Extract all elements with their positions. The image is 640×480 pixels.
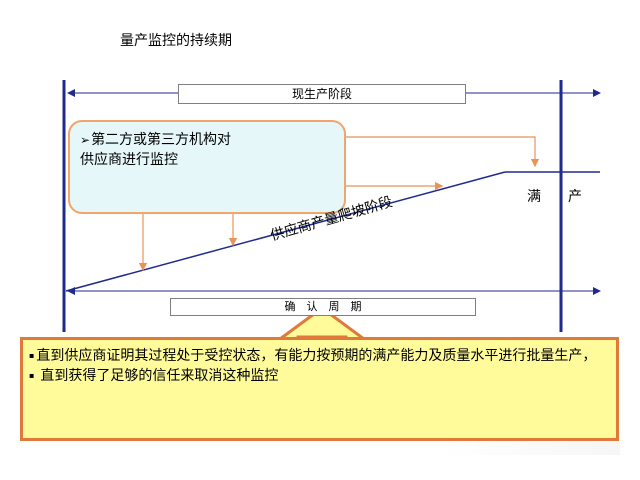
mass-production-char1: 满 xyxy=(527,189,541,205)
note-item-1-text: 直到供应商证明其过程处于受控状态，有能力按预期的满产能力及质量水平进行批量生产， xyxy=(36,348,597,364)
page-title: 量产监控的持续期 xyxy=(120,33,232,49)
note-item-2: ▪ 直到获得了足够的信任来取消这种监控 xyxy=(29,366,610,386)
note-box: ▪直到供应商证明其过程处于受控状态，有能力按预期的满产能力及质量水平进行批量生产… xyxy=(20,337,619,441)
bullet-icon: ▪ xyxy=(29,351,35,360)
note-item-1: ▪直到供应商证明其过程处于受控状态，有能力按预期的满产能力及质量水平进行批量生产… xyxy=(29,346,610,366)
monitor-box-line2: 供应商进行监控 xyxy=(80,152,178,168)
bottom-fade xyxy=(440,441,620,455)
monitor-to-full-arrow xyxy=(346,136,540,168)
note-item-2-text: 直到获得了足够的信任来取消这种监控 xyxy=(40,368,279,384)
phase-label: 现生产阶段 xyxy=(178,84,466,104)
bullet-icon: ▪ xyxy=(29,371,35,380)
monitor-box: 第二方或第三方机构对 供应商进行监控 xyxy=(68,120,346,214)
mass-production-char2: 产 xyxy=(568,189,582,205)
cycle-label: 确 认 周 期 xyxy=(170,298,476,316)
monitor-box-line1: 第二方或第三方机构对 xyxy=(80,130,334,150)
